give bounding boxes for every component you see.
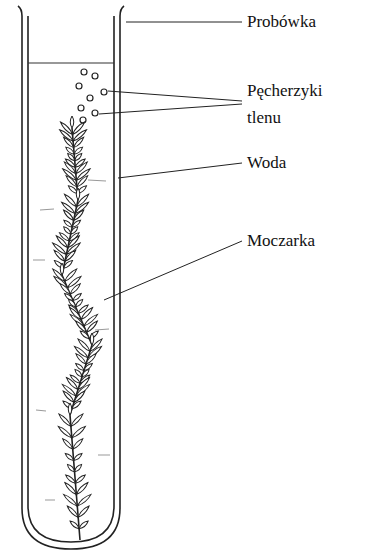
bubbles-label: Pęcherzyki tlenu — [247, 77, 347, 131]
plant-label: Moczarka — [247, 227, 357, 254]
elodea-plant — [51, 116, 103, 540]
test-tube — [18, 6, 124, 549]
tube-label: Probówka — [247, 8, 357, 35]
water-label: Woda — [247, 149, 357, 176]
oxygen-bubbles — [76, 69, 107, 123]
leader-lines — [99, 22, 242, 300]
